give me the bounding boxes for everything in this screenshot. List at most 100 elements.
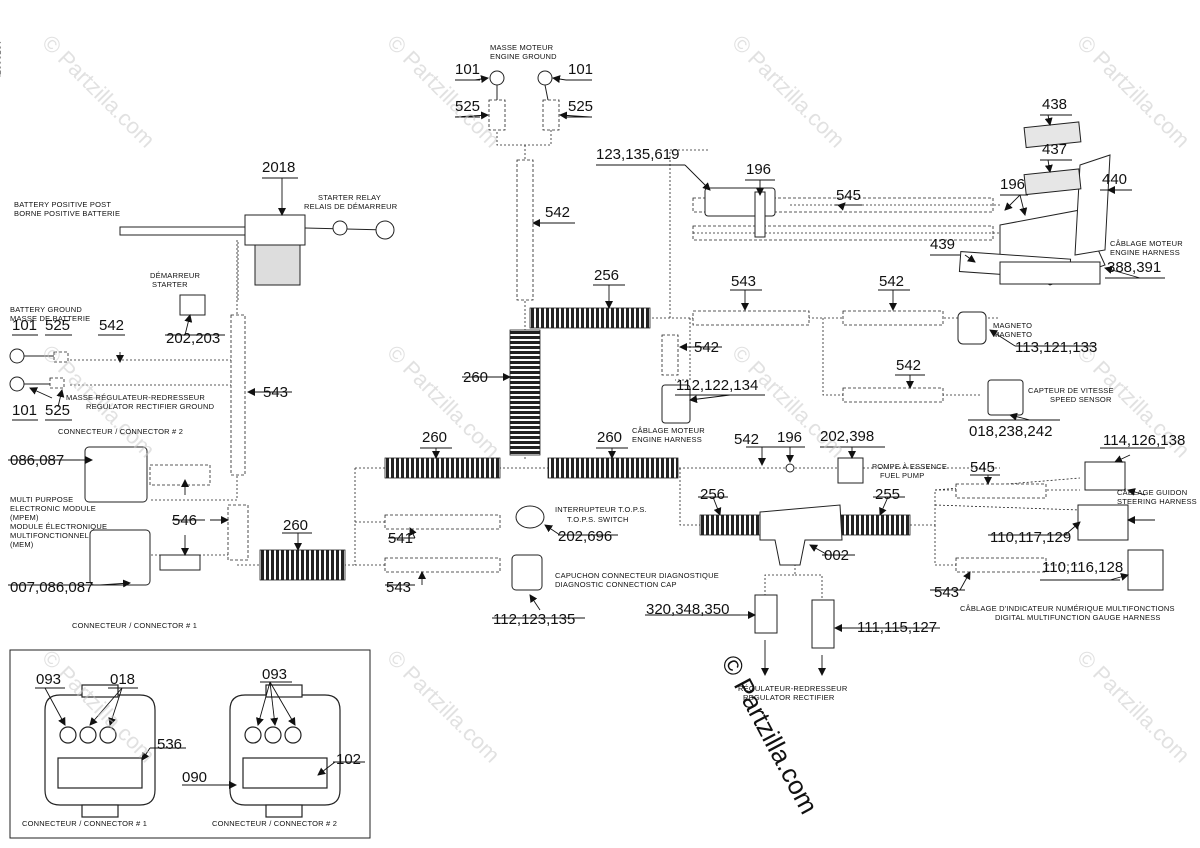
- callout: 542: [99, 317, 125, 334]
- callout: 112,122,134: [676, 377, 759, 394]
- callout: 018,238,242: [969, 423, 1053, 440]
- label-regulator-ground-fr: MASSE RÉGULATEUR-REDRESSEUR: [66, 393, 206, 402]
- callout: 123,135,619: [596, 146, 680, 163]
- callout: 260: [422, 429, 448, 446]
- starter-connector: [179, 294, 206, 316]
- label-tops-en: T.O.P.S. SWITCH: [567, 515, 629, 524]
- label-fuel-pump-fr: POMPE À ESSENCE: [872, 462, 948, 471]
- callout: 542: [694, 339, 720, 356]
- regulator-connector-b: [811, 599, 835, 649]
- label-regulator-fr: RÉGULATEUR-REDRESSEUR: [738, 684, 848, 693]
- conduits: [259, 307, 911, 581]
- callout: 542: [896, 357, 922, 374]
- callout: 542: [734, 431, 760, 448]
- callout: 202,696: [558, 528, 613, 545]
- label-regulator-en: REGULATOR RECTIFIER: [743, 693, 835, 702]
- callout: 545: [970, 459, 996, 476]
- document-id: 1350607b: [0, 40, 2, 81]
- mpem-connector-1: [89, 529, 151, 586]
- callout: 525: [455, 98, 481, 115]
- callout: 543: [386, 579, 412, 596]
- label-regulator-ground-en: REGULATOR RECTIFIER GROUND: [86, 402, 215, 411]
- callout: 525: [45, 402, 71, 419]
- label-speed-sensor-en: SPEED SENSOR: [1050, 395, 1112, 404]
- label-mpem-2: (MPEM): [10, 513, 39, 522]
- callout: 388,391: [1107, 259, 1162, 276]
- label-starter-relay-en: STARTER RELAY: [318, 193, 382, 202]
- label-engine-harness-right-en: ENGINE HARNESS: [1110, 248, 1180, 257]
- label-fuel-pump-en: FUEL PUMP: [880, 471, 925, 480]
- label-battery-ground-en: BATTERY GROUND: [10, 305, 82, 314]
- inset-leaders: [44, 681, 336, 789]
- regulator-ground-eyelet: [9, 376, 25, 392]
- steering-connector-bottom: [1077, 504, 1129, 541]
- label-steering-fr: CÂBLAGE GUIDON: [1117, 488, 1188, 497]
- callout: 437: [1042, 141, 1068, 158]
- label-battery-positive-en: BATTERY POSITIVE POST: [14, 200, 112, 209]
- callout: 112,123,135: [493, 611, 576, 628]
- label-steering-en: STEERING HARNESS: [1117, 497, 1197, 506]
- label-connector-2: CONNECTEUR / CONNECTOR # 2: [58, 427, 184, 436]
- label-demarreur-en: STARTER: [152, 280, 188, 289]
- battery-positive-cable: [119, 226, 251, 236]
- label-diag-fr: CAPUCHON CONNECTEUR DIAGNOSTIQUE: [555, 571, 719, 580]
- label-masse-moteur-en: ENGINE GROUND: [490, 52, 557, 61]
- callout: 260: [463, 369, 489, 386]
- callout: 002: [824, 547, 850, 564]
- callout: 542: [879, 273, 905, 290]
- ground-eyelet-right: [537, 70, 553, 86]
- callout: 114,126,138: [1103, 432, 1186, 449]
- callout: 110,117,129: [990, 529, 1072, 546]
- callout: 545: [836, 187, 862, 204]
- callout: 439: [930, 236, 956, 253]
- callout: 101: [455, 61, 481, 78]
- speed-sensor-connector: [987, 379, 1024, 416]
- label-mpem-3: MODULE ÉLECTRONIQUE: [10, 522, 108, 531]
- label-mpem-5: (MEM): [10, 540, 34, 549]
- callout: 110,116,128: [1042, 559, 1124, 576]
- label-gauge-fr: CÂBLAGE D'INDICATEUR NUMÉRIQUE MULTIFONC…: [960, 604, 1175, 613]
- label-demarreur-fr: DÉMARREUR: [150, 271, 201, 280]
- callout: 438: [1042, 96, 1068, 113]
- callout: 536: [157, 736, 183, 753]
- callout: 543: [934, 584, 960, 601]
- callout: 111,115,127: [857, 619, 938, 636]
- y-junction: [759, 504, 843, 566]
- label-engine-harness-right-fr: CÂBLAGE MOTEUR: [1110, 239, 1183, 248]
- label-mpem-4: MULTIFONCTIONNEL: [10, 531, 89, 540]
- callout: 018: [110, 671, 136, 688]
- tops-switch: [515, 505, 545, 529]
- label-battery-positive-fr: BORNE POSITIVE BATTERIE: [14, 209, 121, 218]
- connector-437: [1023, 168, 1082, 196]
- label-masse-moteur-fr: MASSE MOTEUR: [490, 43, 554, 52]
- callout: 196: [746, 161, 772, 178]
- callout: 256: [594, 267, 620, 284]
- callout: 090: [182, 769, 208, 786]
- label-inset-conn2: CONNECTEUR / CONNECTOR # 2: [212, 819, 338, 828]
- callout: 093: [36, 671, 62, 688]
- label-speed-sensor-fr: CAPTEUR DE VITESSE: [1028, 386, 1114, 395]
- callout: 196: [1000, 176, 1026, 193]
- label-magneto-fr: MAGNETO: [993, 321, 1033, 330]
- callout: 525: [45, 317, 71, 334]
- callout: 542: [545, 204, 571, 221]
- label-tops-fr: INTERRUPTEUR T.O.P.S.: [555, 505, 647, 514]
- callout: 101: [12, 317, 38, 334]
- gauge-connector: [1127, 549, 1164, 591]
- callout: 102: [336, 751, 362, 768]
- magneto-connector: [957, 311, 987, 345]
- callout: 255: [875, 486, 901, 503]
- callout: 093: [262, 666, 288, 683]
- callout: 101: [12, 402, 38, 419]
- callout: 440: [1102, 171, 1128, 188]
- callout: 260: [283, 517, 309, 534]
- callout: 260: [597, 429, 623, 446]
- mpem-connector-2: [84, 446, 148, 503]
- label-magneto-en: MAGNETO: [993, 330, 1033, 339]
- callout: 202,398: [820, 428, 875, 445]
- starter-relay: [244, 214, 306, 246]
- callout: 543: [263, 384, 289, 401]
- sleeves: [49, 99, 1047, 573]
- callout: 541: [388, 530, 414, 547]
